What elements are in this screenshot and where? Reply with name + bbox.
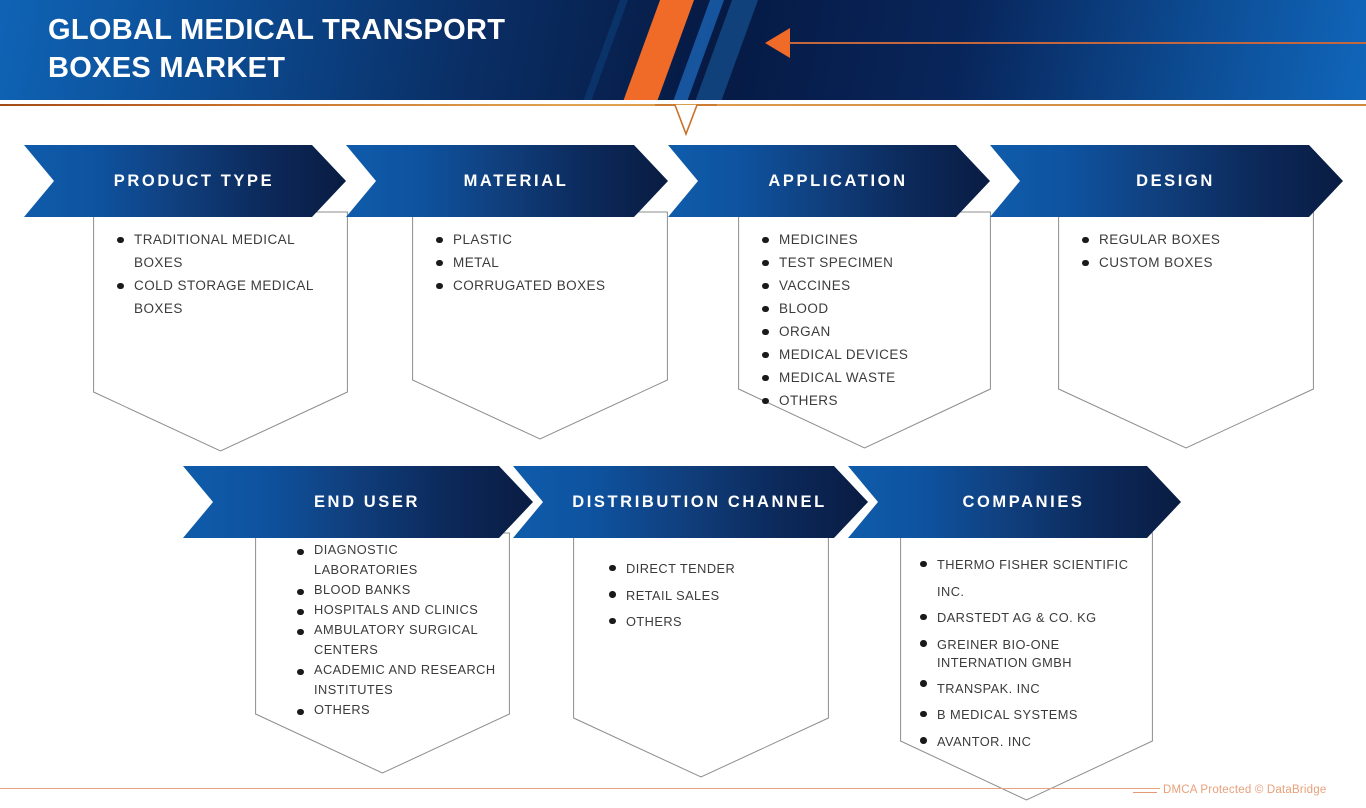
arrow-rule — [789, 42, 1366, 44]
list-item: METAL — [436, 251, 658, 274]
segment-list-distribution-channel: DIRECT TENDER RETAIL SALES OTHERS — [573, 533, 829, 636]
segment-body-material: PLASTIC METAL CORRUGATED BOXES — [412, 211, 668, 452]
left-arrow-icon — [765, 28, 790, 58]
list-item: VACCINES — [762, 274, 981, 297]
list-item: CUSTOM BOXES — [1082, 251, 1304, 274]
segment-title: PRODUCT TYPE — [113, 171, 275, 190]
segment-body-end-user: DIAGNOSTIC LABORATORIES BLOOD BANKS HOSP… — [255, 532, 510, 783]
divider-notch-icon — [655, 104, 717, 137]
segment-list-material: PLASTIC METAL CORRUGATED BOXES — [412, 212, 668, 297]
page-title-line2: BOXES MARKET — [48, 51, 286, 84]
list-item: BLOOD BANKS — [297, 580, 500, 600]
page-title-line1: GLOBAL MEDICAL TRANSPORT — [48, 14, 506, 46]
list-item: RETAIL SALES — [609, 583, 819, 610]
segment-list-application: MEDICINES TEST SPECIMEN VACCINES BLOOD O… — [738, 212, 991, 412]
list-item: DIRECT TENDER — [609, 556, 819, 583]
segment-title: DISTRIBUTION CHANNEL — [572, 492, 827, 511]
segment-list-companies: THERMO FISHER SCIENTIFIC INC. DARSTEDT A… — [900, 533, 1153, 755]
segment-title: COMPANIES — [962, 492, 1085, 511]
list-item: DIAGNOSTIC LABORATORIES — [297, 540, 500, 580]
page-title: GLOBAL MEDICAL TRANSPORT BOXES MARKET — [48, 12, 648, 87]
segment-banner-product-type[interactable]: PRODUCT TYPE — [24, 145, 346, 217]
footer-dash — [1133, 792, 1157, 794]
list-item: BLOOD — [762, 297, 981, 320]
list-item: REGULAR BOXES — [1082, 228, 1304, 251]
list-item: CORRUGATED BOXES — [436, 274, 658, 297]
page-header: GLOBAL MEDICAL TRANSPORT BOXES MARKET — [0, 0, 1366, 100]
list-item: ORGAN — [762, 320, 981, 343]
segment-banner-end-user[interactable]: END USER — [183, 466, 533, 538]
list-item: TEST SPECIMEN — [762, 251, 981, 274]
segment-banner-distribution-channel[interactable]: DISTRIBUTION CHANNEL — [513, 466, 868, 538]
segment-body-companies: THERMO FISHER SCIENTIFIC INC. DARSTEDT A… — [900, 532, 1153, 808]
list-item: THERMO FISHER SCIENTIFIC INC. — [920, 552, 1143, 605]
list-item: HOSPITALS AND CLINICS — [297, 600, 500, 620]
list-item: AMBULATORY SURGICAL CENTERS — [297, 620, 500, 660]
segment-list-end-user: DIAGNOSTIC LABORATORIES BLOOD BANKS HOSP… — [255, 533, 510, 720]
segment-list-product-type: TRADITIONAL MEDICAL BOXES COLD STORAGE M… — [93, 212, 348, 320]
list-item: MEDICINES — [762, 228, 981, 251]
footer-watermark: DMCA Protected © DataBridge — [1163, 784, 1327, 796]
list-item: ACADEMIC AND RESEARCH INSTITUTES — [297, 660, 500, 700]
list-item: OTHERS — [762, 389, 981, 412]
segment-title: END USER — [313, 492, 421, 511]
list-item: MEDICAL WASTE — [762, 366, 981, 389]
footer-rule — [0, 788, 1160, 790]
list-item: B MEDICAL SYSTEMS — [920, 702, 1143, 729]
segment-body-design: REGULAR BOXES CUSTOM BOXES — [1058, 211, 1314, 462]
segment-banner-companies[interactable]: COMPANIES — [848, 466, 1181, 538]
segment-banner-material[interactable]: MATERIAL — [346, 145, 668, 217]
list-item: PLASTIC — [436, 228, 658, 251]
list-item: TRANSPAK. INC — [920, 672, 1143, 703]
segment-body-application: MEDICINES TEST SPECIMEN VACCINES BLOOD O… — [738, 211, 991, 462]
list-item: TRADITIONAL MEDICAL BOXES — [117, 228, 338, 274]
segment-title: MATERIAL — [463, 171, 569, 190]
list-item: GREINER BIO-ONE INTERNATION GMBH — [920, 632, 1143, 672]
segment-body-product-type: TRADITIONAL MEDICAL BOXES COLD STORAGE M… — [93, 211, 348, 452]
segment-list-design: REGULAR BOXES CUSTOM BOXES — [1058, 212, 1314, 274]
segment-title: DESIGN — [1136, 171, 1215, 190]
list-item: MEDICAL DEVICES — [762, 343, 981, 366]
list-item: DARSTEDT AG & CO. KG — [920, 605, 1143, 632]
segment-title: APPLICATION — [768, 171, 908, 190]
list-item: AVANTOR. INC — [920, 729, 1143, 756]
list-item: OTHERS — [609, 609, 819, 636]
segment-body-distribution-channel: DIRECT TENDER RETAIL SALES OTHERS — [573, 532, 829, 783]
segment-banner-design[interactable]: DESIGN — [990, 145, 1343, 217]
list-item: COLD STORAGE MEDICAL BOXES — [117, 274, 338, 320]
list-item: OTHERS — [297, 700, 500, 720]
segment-banner-application[interactable]: APPLICATION — [668, 145, 990, 217]
